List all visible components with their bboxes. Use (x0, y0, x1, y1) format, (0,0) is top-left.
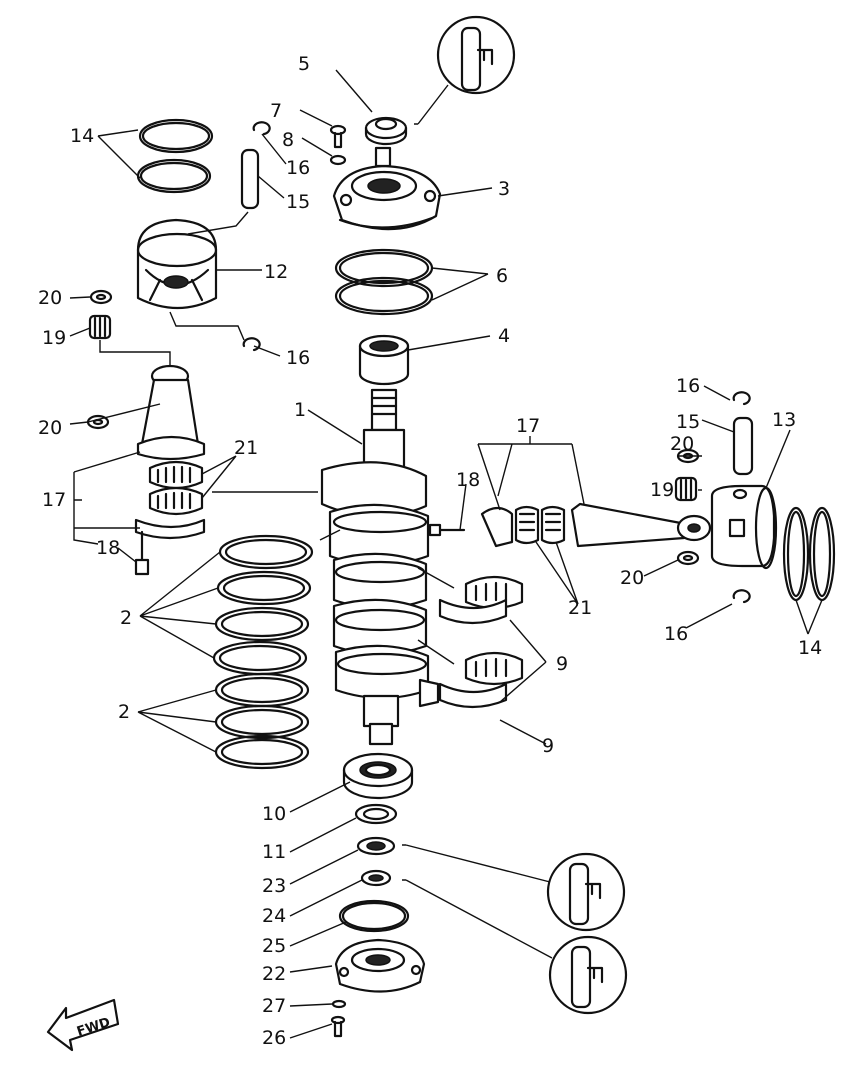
bolt-18 (134, 530, 150, 576)
callout-14: 14 (798, 637, 822, 659)
callout-11: 11 (262, 841, 286, 863)
callout-16: 16 (664, 623, 688, 645)
o-ring-6 (334, 248, 434, 316)
oil-seal-23 (356, 836, 396, 856)
circlip-16 (732, 391, 751, 406)
callout-2: 2 (120, 607, 132, 629)
callout-10: 10 (262, 803, 286, 825)
callout-24: 24 (262, 905, 286, 927)
bolt-26 (330, 1015, 346, 1038)
needle-bearing-21 (514, 505, 566, 545)
circlip-16 (242, 337, 261, 352)
main-bearing-9 (438, 575, 524, 709)
needle-bearing-19 (88, 314, 112, 340)
upper-bearing-housing-3 (332, 146, 442, 231)
callout-19: 19 (650, 479, 674, 501)
callout-22: 22 (262, 963, 286, 985)
callout-15: 15 (286, 191, 310, 213)
rod-cap-17 (480, 506, 514, 548)
washer-20 (676, 550, 700, 566)
callout-21: 21 (234, 437, 258, 459)
callout-5: 5 (298, 53, 310, 75)
callout-labels: 5 7 8 3 6 4 1 14 16 15 12 16 20 19 20 21… (38, 53, 822, 1049)
callout-14: 14 (70, 125, 94, 147)
ball-bearing-10 (342, 752, 414, 800)
callout-20: 20 (38, 287, 62, 309)
callout-2: 2 (118, 701, 130, 723)
piston-rings-14 (782, 506, 836, 602)
callout-6: 6 (496, 265, 508, 287)
ring-11 (354, 803, 398, 825)
piston-13 (710, 484, 778, 570)
callout-25: 25 (262, 935, 286, 957)
needle-bearing-19 (674, 476, 698, 502)
callout-18: 18 (456, 469, 480, 491)
callout-17: 17 (516, 415, 540, 437)
callout-13: 13 (772, 409, 796, 431)
piston-12 (136, 218, 218, 310)
callout-9: 9 (556, 653, 568, 675)
callout-3: 3 (498, 178, 510, 200)
o-ring-25 (338, 899, 410, 933)
washer-20 (89, 289, 113, 305)
rod-cap-17 (134, 518, 206, 540)
grease-apply-icon (436, 15, 516, 95)
circlip-16 (252, 121, 271, 136)
callout-20: 20 (620, 567, 644, 589)
callout-20: 20 (38, 417, 62, 439)
callout-26: 26 (262, 1027, 286, 1049)
washer-27 (331, 999, 347, 1009)
piston-pin-15 (732, 416, 754, 476)
callout-16: 16 (286, 347, 310, 369)
callout-23: 23 (262, 875, 286, 897)
callout-1: 1 (294, 399, 306, 421)
callout-16: 16 (676, 375, 700, 397)
callout-27: 27 (262, 995, 286, 1017)
connecting-rod-17 (570, 502, 712, 548)
callout-12: 12 (264, 261, 288, 283)
piston-pin-15 (240, 148, 260, 210)
callout-16: 16 (286, 157, 310, 179)
oil-seal-5 (364, 116, 408, 146)
callout-19: 19 (42, 327, 66, 349)
connecting-rod-17 (136, 364, 206, 461)
grease-apply-icon (548, 935, 628, 1015)
callout-18: 18 (96, 537, 120, 559)
callout-21: 21 (568, 597, 592, 619)
callout-20: 20 (670, 433, 694, 455)
callout-9: 9 (542, 735, 554, 757)
needle-bearing-4 (358, 334, 410, 386)
bolt-7 (329, 124, 347, 149)
piston-rings-14 (136, 118, 214, 194)
needle-bearing-21 (148, 460, 204, 516)
callout-15: 15 (676, 411, 700, 433)
callout-7: 7 (270, 100, 282, 122)
circlip-16 (732, 589, 751, 604)
callout-17: 17 (42, 489, 66, 511)
bolt-18 (428, 523, 466, 537)
oil-seal-24 (360, 869, 392, 887)
callout-8: 8 (282, 129, 294, 151)
fwd-arrow-icon: FWD (46, 998, 120, 1052)
lower-bearing-housing-22 (334, 938, 426, 993)
washer-8 (329, 154, 347, 166)
callout-4: 4 (498, 325, 510, 347)
crankshaft-seal-rings-2 (212, 534, 314, 770)
grease-apply-icon (546, 852, 626, 932)
crankshaft-1 (320, 388, 440, 746)
